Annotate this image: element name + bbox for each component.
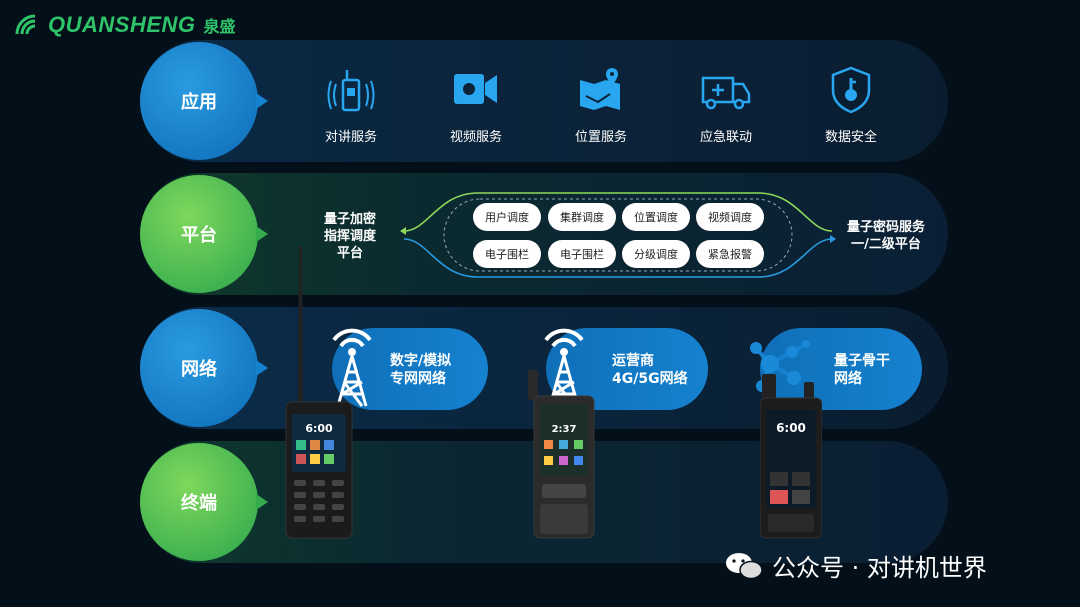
app-location-service: 位置服务 <box>551 66 651 145</box>
app-data-security: 数据安全 <box>801 66 901 145</box>
radio-tower-icon <box>544 328 584 407</box>
platform-pill: 电子围栏 <box>473 240 541 268</box>
device-smart-terminal: 6:00 <box>760 374 822 539</box>
row-label-terminal: 终端 <box>140 443 268 561</box>
platform-pill: 位置调度 <box>622 203 690 231</box>
network-label-line: 网络 <box>834 371 862 387</box>
network-label-line: 数字/模拟 <box>390 353 452 369</box>
radio-tower-icon <box>332 328 372 407</box>
platform-pill: 集群调度 <box>548 203 616 231</box>
app-label: 位置服务 <box>574 130 627 145</box>
platform-flow-lines <box>400 192 836 278</box>
app-video-service: 视频服务 <box>426 66 526 145</box>
platform-left-line: 量子加密 <box>323 212 376 227</box>
watermark-text: 公众号 · 对讲机世界 <box>772 554 987 582</box>
video-camera-icon <box>454 74 497 104</box>
network-quantum-label: 量子骨干 网络 <box>834 352 890 388</box>
app-intercom-service: 对讲服务 <box>301 66 401 145</box>
platform-pill: 分级调度 <box>622 240 690 268</box>
ambulance-icon <box>701 76 751 110</box>
watermark: 公众号 · 对讲机世界 <box>724 548 987 583</box>
brand-name-cn: 泉盛 <box>203 17 236 36</box>
network-label-line: 运营商 <box>612 353 654 369</box>
platform-right-line: 一/二级平台 <box>851 237 921 252</box>
network-label-line: 量子骨干 <box>834 353 890 369</box>
device-screen-time: 6:00 <box>305 422 333 435</box>
device-screen-time: 6:00 <box>776 421 806 435</box>
network-quantum <box>760 328 922 410</box>
platform-left-line: 指挥调度 <box>323 229 376 244</box>
wechat-icon <box>726 552 763 579</box>
app-label: 数据安全 <box>824 130 877 145</box>
map-pin-icon <box>580 68 620 110</box>
platform-right-line: 量子密码服务 <box>846 220 925 235</box>
platform-pill: 紧急报警 <box>696 240 764 268</box>
platform-pill: 电子围栏 <box>548 240 616 268</box>
walkie-talkie-icon <box>327 70 375 112</box>
quansheng-logo-icon <box>15 14 36 35</box>
platform-right-title: 量子密码服务 一/二级平台 <box>836 219 936 253</box>
device-screen-time: 2:37 <box>552 424 577 435</box>
app-label: 视频服务 <box>449 130 502 145</box>
application-band <box>140 40 948 162</box>
shield-key-icon <box>831 66 871 114</box>
network-private-label: 数字/模拟 专网网络 <box>390 352 451 388</box>
brand-name-en: QUANSHENG <box>48 12 196 37</box>
platform-pill: 用户调度 <box>473 203 541 231</box>
network-carrier-label: 运营商 4G/5G网络 <box>612 352 688 388</box>
brand-logo: QUANSHENG 泉盛 <box>14 12 236 38</box>
network-label-line: 4G/5G网络 <box>612 371 688 387</box>
app-label: 对讲服务 <box>324 130 377 145</box>
platform-left-title: 量子加密 指挥调度 平台 <box>310 211 390 262</box>
app-emergency-linkage: 应急联动 <box>676 66 776 145</box>
platform-left-line: 平台 <box>336 246 363 261</box>
device-radio-handset: 6:00 <box>285 246 353 539</box>
platform-pill: 视频调度 <box>696 203 764 231</box>
row-label-network: 网络 <box>140 309 268 427</box>
row-label-platform: 平台 <box>140 175 268 293</box>
device-lte-radio: 2:37 <box>528 370 595 539</box>
network-label-line: 专网网络 <box>390 371 446 387</box>
row-label-application: 应用 <box>140 42 268 160</box>
app-label: 应急联动 <box>699 130 752 145</box>
